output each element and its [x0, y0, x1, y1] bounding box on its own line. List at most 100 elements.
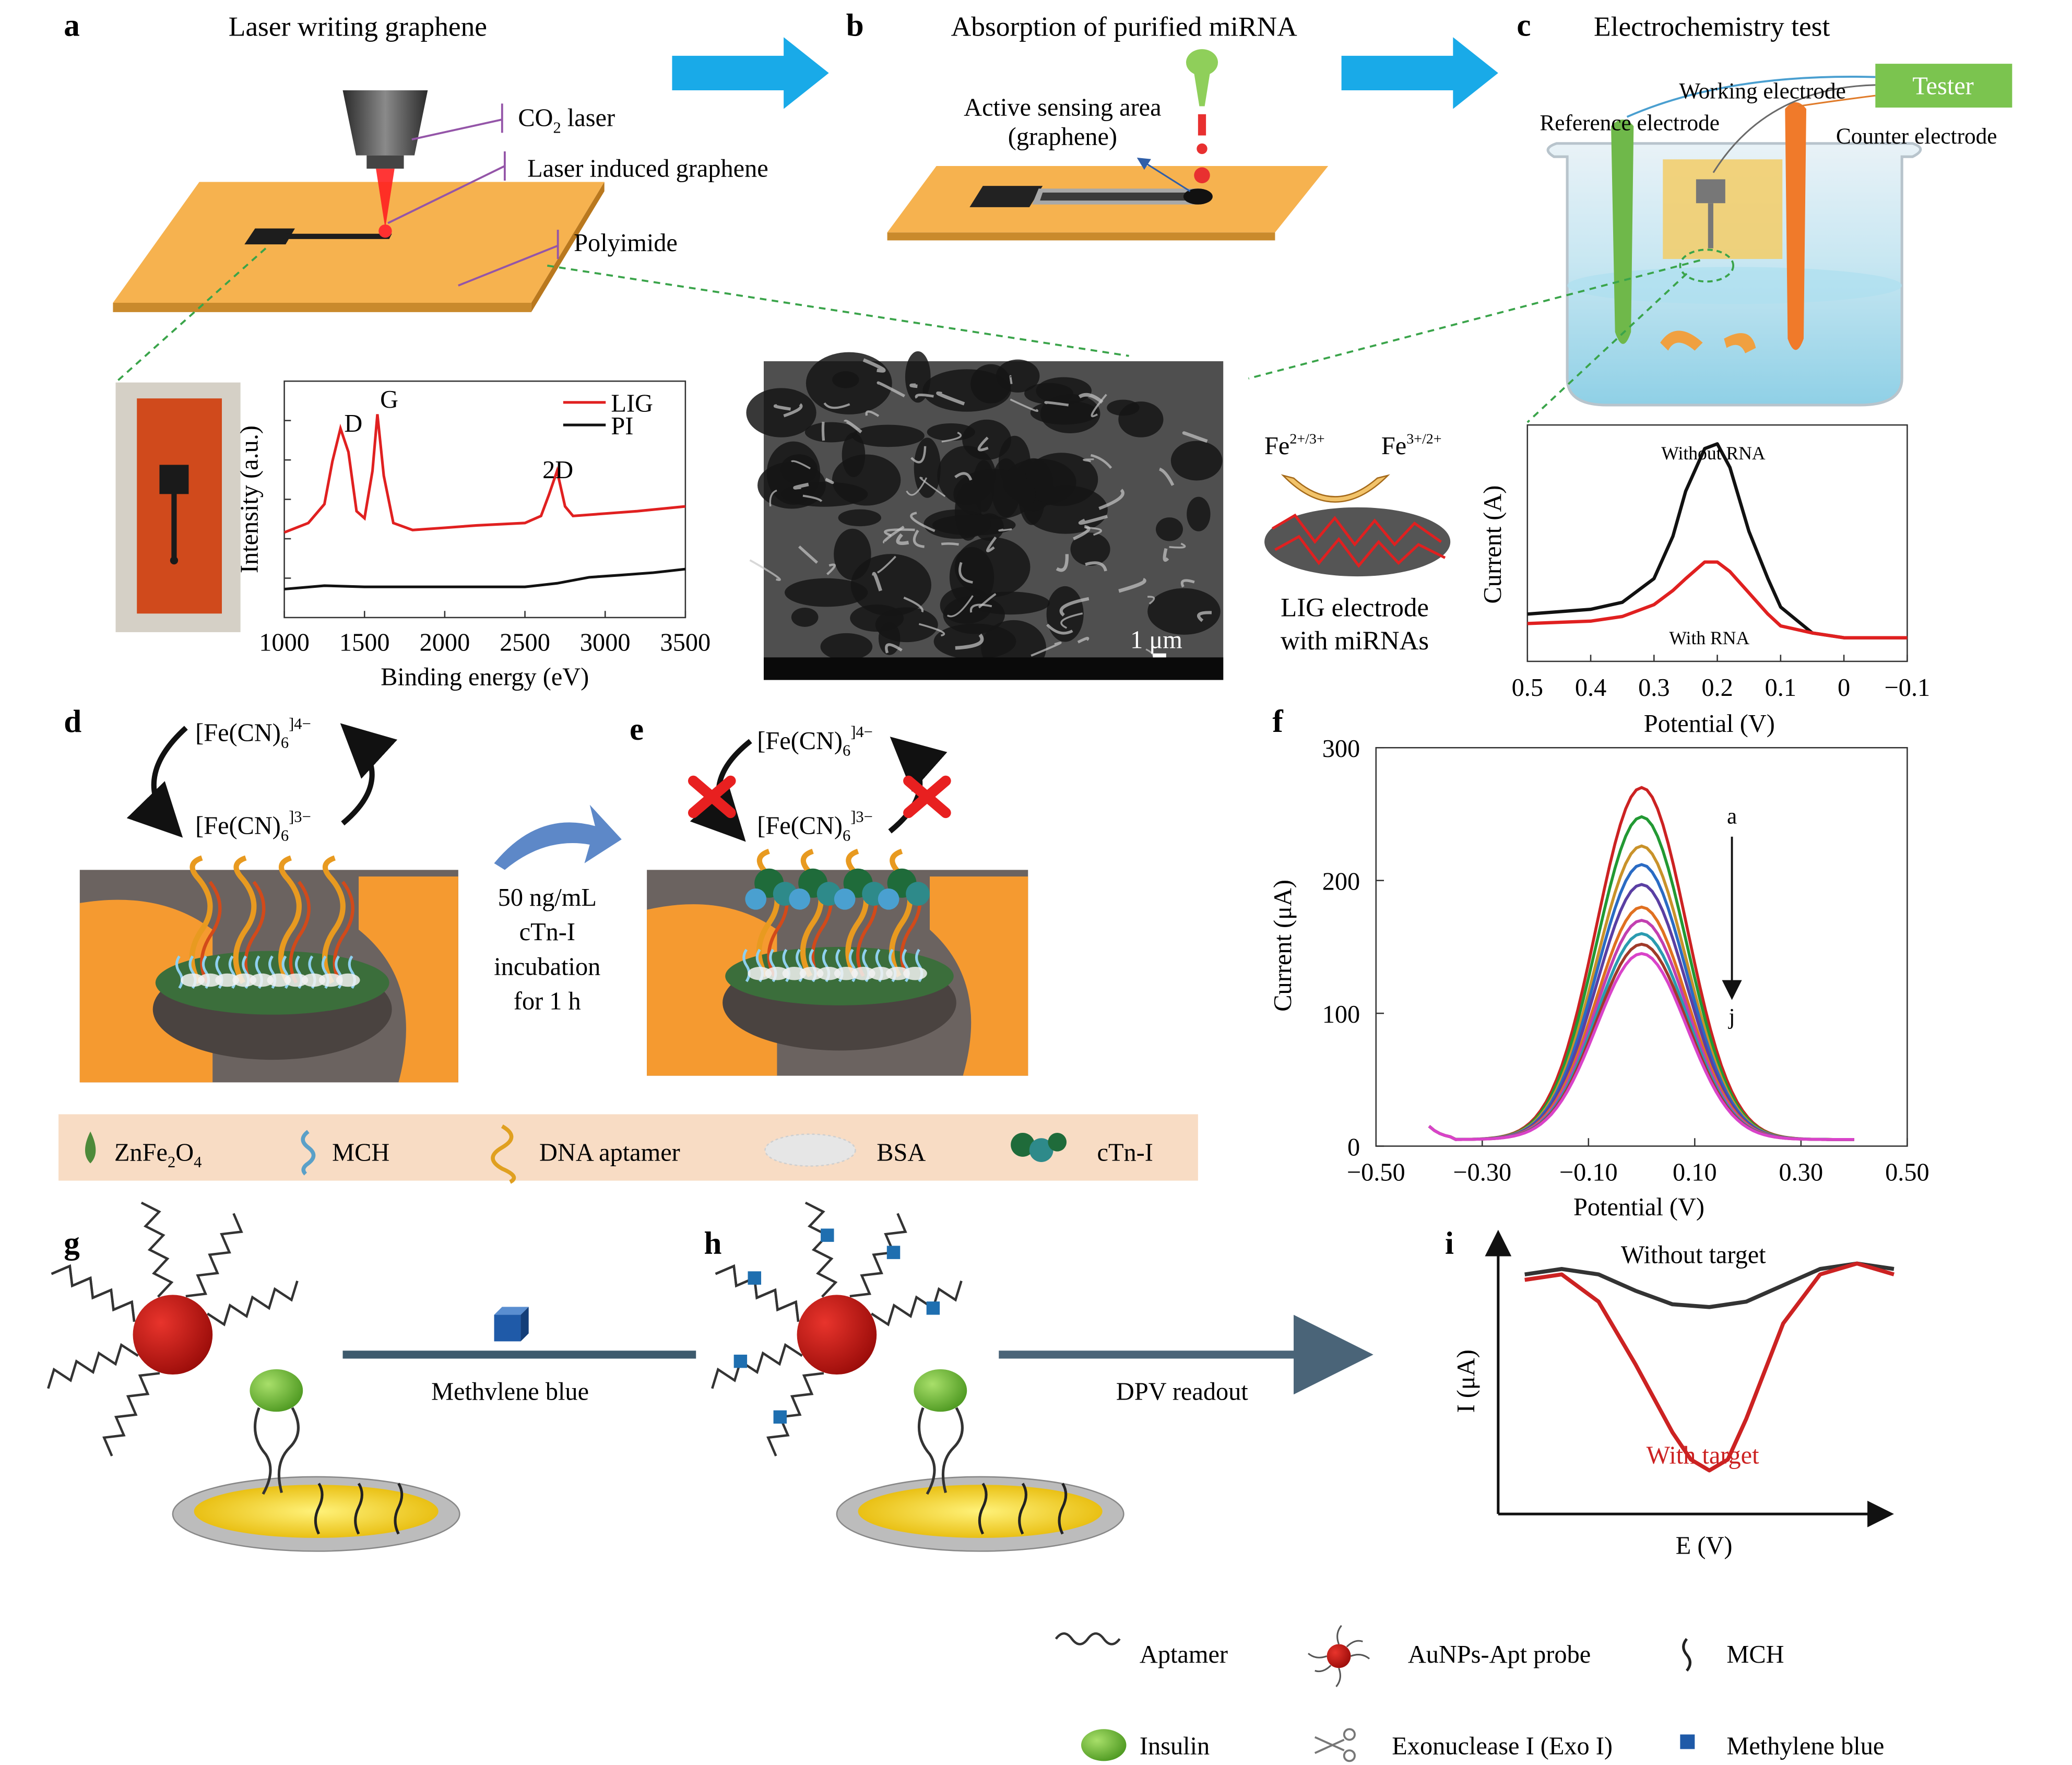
mch-strand — [354, 1483, 363, 1535]
sem-pore — [914, 437, 941, 498]
legend-aptamer: Aptamer — [1140, 1641, 1228, 1668]
sem-pore — [1118, 401, 1164, 437]
raman-peak-2d: 2D — [542, 456, 573, 484]
sem-flake — [1085, 561, 1107, 572]
probe-aptamer — [207, 1281, 299, 1326]
pointer-co2 — [411, 119, 503, 140]
panel-f-letter: f — [1272, 704, 1283, 739]
probe-aptamer — [711, 1343, 803, 1389]
droplet-icon — [85, 1131, 96, 1164]
label-counter-electrode: Counter electrode — [1836, 124, 1997, 149]
aptamer-strand — [233, 855, 257, 985]
sem-flake — [1169, 542, 1186, 549]
sem-flake — [790, 460, 811, 469]
label-ferrocyanide-e: [Fe(CN)6]4− — [757, 723, 873, 760]
sem-flake — [919, 477, 946, 497]
sem-flake — [1163, 548, 1169, 562]
panel-b: b Absorption of purified miRNA Active se… — [846, 8, 1329, 241]
aptamer-strand — [845, 848, 869, 978]
panel-g-letter: g — [64, 1226, 80, 1261]
panel-i-letter: i — [1445, 1226, 1454, 1261]
incubation-line-4: for 1 h — [514, 987, 581, 1015]
sem-pore — [834, 528, 871, 581]
raman-xlabel: Binding energy (eV) — [381, 664, 589, 691]
cube-icon — [1680, 1734, 1695, 1749]
sem-flake — [793, 482, 809, 490]
methylene-blue-tag — [733, 1354, 748, 1368]
raman-ylabel: Intensity (a.u.) — [236, 425, 264, 573]
probe-aptamer — [804, 1201, 838, 1298]
sem-pore — [905, 351, 931, 403]
sem-flake — [1091, 394, 1107, 418]
dpv-plot-frame — [1375, 747, 1908, 1147]
sem-pore — [838, 509, 881, 527]
sem-flake — [773, 404, 791, 411]
graphene-trace — [283, 233, 392, 239]
label-reference-electrode: Reference electrode — [1540, 110, 1719, 135]
methylene-blue-tag — [748, 1271, 762, 1285]
wire-reference — [1626, 76, 1876, 118]
wire-counter — [1798, 94, 1876, 108]
mch-strand — [1058, 1483, 1068, 1535]
sem-pore — [746, 388, 816, 437]
dpv-series-f — [1428, 905, 1854, 1141]
cv-ylabel: Current (A) — [1479, 485, 1507, 604]
capture-aptamer — [917, 1407, 936, 1495]
legend-aunps-apt-probe: AuNPs-Apt probe — [1408, 1641, 1591, 1668]
target-xlabel: E (V) — [1676, 1532, 1733, 1560]
sem-flake — [877, 555, 896, 574]
bsa-molecule — [181, 973, 205, 987]
reference-electrode — [1611, 119, 1634, 344]
laser-spot — [378, 224, 392, 238]
sem-flake — [769, 489, 777, 507]
dpv-xtick-label: −0.30 — [1453, 1159, 1511, 1187]
insulin-molecule — [914, 1369, 967, 1412]
aptamer-icon — [1055, 1632, 1121, 1645]
graphene-pad — [244, 228, 295, 245]
panel-a-title: Laser writing graphene — [229, 11, 487, 42]
bsa-molecule — [834, 967, 858, 980]
sem-pore — [832, 454, 901, 506]
label-graphene: (graphene) — [1008, 123, 1117, 150]
sem-pore — [832, 371, 859, 388]
raman-series-pi — [284, 567, 686, 591]
pipette-bulb — [1186, 49, 1218, 76]
sem-flake — [877, 381, 905, 398]
sem-pore — [932, 514, 1016, 536]
sem-pore — [953, 469, 1036, 520]
dpv-series-j — [1428, 952, 1854, 1141]
dpv-xtick-label: −0.50 — [1347, 1159, 1405, 1187]
sem-flake — [872, 572, 882, 591]
aptamer-strand — [800, 848, 824, 978]
panel-a-letter: a — [64, 8, 80, 43]
cv-label-with: With RNA — [1669, 627, 1749, 648]
panel-h: h DPV readout — [704, 1201, 1374, 1552]
sem-flake — [783, 403, 803, 418]
dpv-ylabel: Current (μA) — [1269, 880, 1297, 1012]
sem-flake — [1056, 554, 1069, 572]
squiggle-icon — [301, 1130, 316, 1176]
sem-pore — [766, 441, 821, 505]
label-ferricyanide-e: [Fe(CN)6]3− — [757, 808, 873, 845]
aptamer-backbone — [244, 881, 266, 984]
label-active-area: Active sensing area — [964, 93, 1161, 121]
mch-strand — [394, 1483, 404, 1535]
sem-flake — [1059, 597, 1090, 617]
probe-aptamer — [871, 1281, 963, 1326]
sem-pore — [1030, 400, 1098, 425]
sem-flake — [977, 436, 989, 452]
dpv-series-e — [1428, 883, 1854, 1141]
wire-working — [1712, 84, 1876, 173]
sem-pore — [784, 578, 868, 607]
dpv-series-a — [1428, 786, 1854, 1141]
sensor-pad — [969, 186, 1043, 207]
panel-e: e [Fe(CN)6]4− [Fe(CN)6]3− — [630, 712, 1028, 1076]
sem-pore — [791, 608, 819, 627]
scissors-icon — [1314, 1728, 1356, 1762]
cv-label-without: Without RNA — [1661, 443, 1766, 464]
raman-legend-pi: PI — [611, 412, 633, 440]
bsa-molecule — [903, 967, 927, 980]
bsa-molecule — [816, 967, 841, 980]
